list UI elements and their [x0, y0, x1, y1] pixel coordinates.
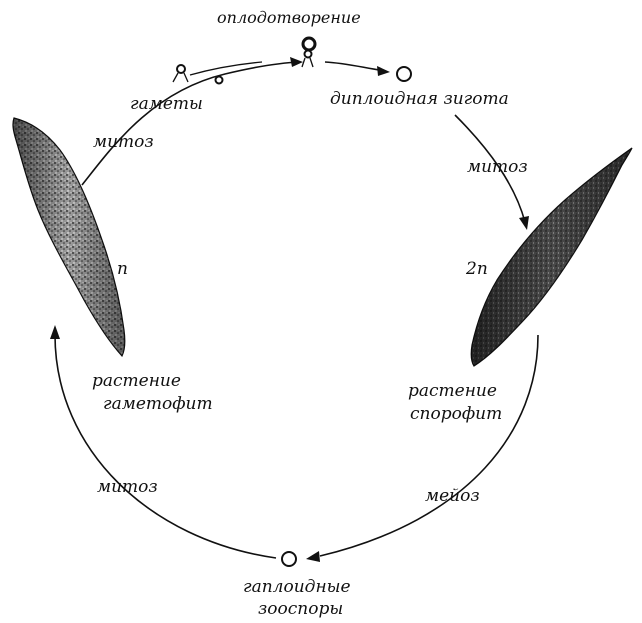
label-diploid-zygote: диплоидная зигота	[330, 89, 509, 109]
label-zoospores-line1: гаплоидные	[243, 577, 351, 597]
label-gametophyte-line1: растение	[92, 371, 181, 391]
fertilization-cells-icon	[301, 36, 317, 68]
zygote-cell	[396, 66, 412, 82]
label-ploidy-haploid: n	[117, 259, 128, 279]
arrow-zoospores-to-gametophyte	[54, 334, 277, 559]
arrow-sporophyte-to-zoospores	[319, 334, 539, 557]
label-meiosis: мейоз	[425, 486, 480, 506]
gametophyte-plant-icon	[12, 117, 126, 358]
label-gametophyte-line2: гаметофит	[103, 394, 213, 414]
label-mitosis-right: митоз	[467, 157, 528, 177]
arrowhead-fertilization	[290, 57, 303, 67]
flagellated-gamete-icon	[172, 64, 189, 83]
arrow-gametes-to-fertilization	[81, 61, 301, 186]
arrowhead-zoospores	[306, 551, 320, 562]
label-mitosis-bottom-left: митоз	[97, 477, 158, 497]
label-ploidy-diploid: 2n	[465, 259, 488, 279]
label-zoospores-line2: зооспоры	[258, 599, 343, 619]
zoospore-cell	[281, 551, 297, 567]
label-fertilization: оплодотворение	[217, 8, 361, 27]
arrowhead-zygote	[377, 66, 390, 76]
label-sporophyte-line2: спорофит	[410, 404, 502, 424]
arrowhead-gametophyte	[50, 325, 60, 339]
gamete-path-line	[189, 61, 263, 76]
arrow-fertilization-to-zygote	[324, 61, 386, 72]
label-mitosis-top-left: митоз	[93, 132, 154, 152]
arrow-zygote-to-sporophyte	[454, 114, 526, 223]
label-gametes: гаметы	[130, 94, 203, 114]
gamete-cell-icon	[214, 75, 224, 85]
arrowhead-sporophyte	[519, 216, 529, 230]
sporophyte-plant-icon	[470, 147, 633, 367]
label-sporophyte-line1: растение	[408, 381, 497, 401]
